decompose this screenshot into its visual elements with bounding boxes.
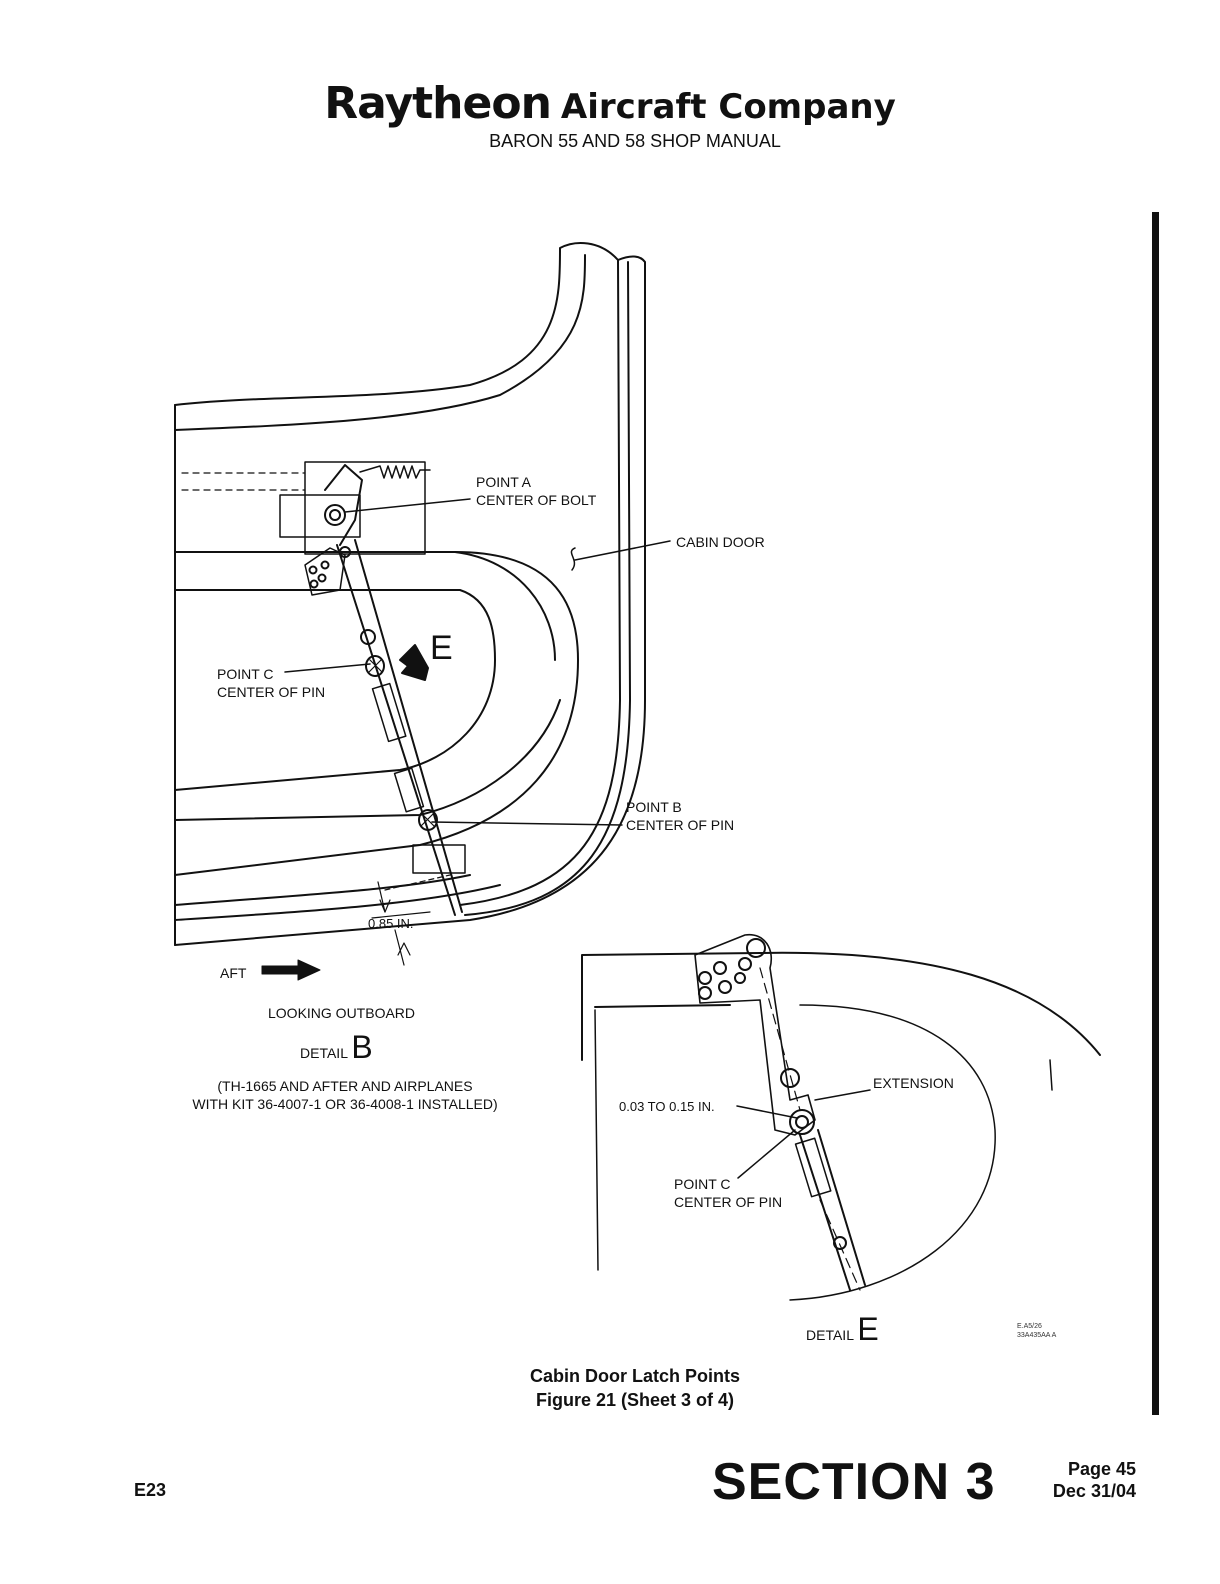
point-b-label: POINT B bbox=[626, 799, 682, 815]
point-b-desc: CENTER OF PIN bbox=[626, 817, 735, 833]
point-a-desc: CENTER OF BOLT bbox=[476, 492, 597, 508]
detail-letter: E bbox=[857, 1311, 879, 1347]
extension-label: EXTENSION bbox=[873, 1075, 954, 1091]
clearance-label: 0.03 TO 0.15 IN. bbox=[619, 1099, 715, 1114]
figure-title: Cabin Door Latch Points bbox=[529, 1366, 740, 1386]
drawing-number-line1: E.A5/26 bbox=[1017, 1323, 1042, 1330]
effectivity-code: E23 bbox=[134, 1480, 167, 1500]
brand-subtitle: Aircraft Company bbox=[560, 87, 896, 127]
aft-label: AFT bbox=[220, 965, 247, 981]
manual-title: BARON 55 AND 58 SHOP MANUAL bbox=[489, 131, 781, 151]
drawing-number-line2: 33A435AA A bbox=[1017, 1332, 1057, 1339]
point-a-label: POINT A bbox=[476, 474, 531, 490]
figure-number: Figure 21 (Sheet 3 of 4) bbox=[535, 1390, 735, 1410]
detail-b-title: DETAIL B bbox=[300, 1030, 373, 1070]
detail-word: DETAIL bbox=[300, 1045, 348, 1061]
effectivity-note-line2: WITH KIT 36-4007-1 OR 36-4008-1 INSTALLE… bbox=[192, 1096, 498, 1112]
detail-e-point-c-desc: CENTER OF PIN bbox=[674, 1194, 783, 1210]
revision-change-bar bbox=[1152, 212, 1159, 1415]
detail-e-point-c-label: POINT C bbox=[674, 1176, 731, 1192]
figure-caption: Cabin Door Latch Points Figure 21 (Sheet… bbox=[0, 1364, 1220, 1412]
detail-e-callout: E bbox=[430, 629, 453, 667]
page-date: Dec 31/04 bbox=[1052, 1481, 1136, 1501]
page-info: Page 45 Dec 31/04 bbox=[1040, 1458, 1136, 1502]
page-number: Page 45 bbox=[1067, 1459, 1136, 1479]
dimension-label: 0.85 IN. bbox=[368, 916, 414, 931]
detail-e-title: DETAIL E bbox=[806, 1312, 879, 1352]
effectivity-note-line1: (TH-1665 AND AFTER AND AIRPLANES bbox=[217, 1078, 473, 1094]
detail-word: DETAIL bbox=[806, 1327, 854, 1343]
point-c-desc: CENTER OF PIN bbox=[217, 684, 326, 700]
looking-outboard-label: LOOKING OUTBOARD bbox=[268, 1005, 416, 1021]
section-title: SECTION 3 bbox=[712, 1453, 996, 1511]
detail-letter: B bbox=[351, 1029, 373, 1065]
brand-logo-text: Raytheon bbox=[324, 78, 552, 129]
point-c-label: POINT C bbox=[217, 666, 274, 682]
cabin-door-label: CABIN DOOR bbox=[676, 534, 765, 550]
